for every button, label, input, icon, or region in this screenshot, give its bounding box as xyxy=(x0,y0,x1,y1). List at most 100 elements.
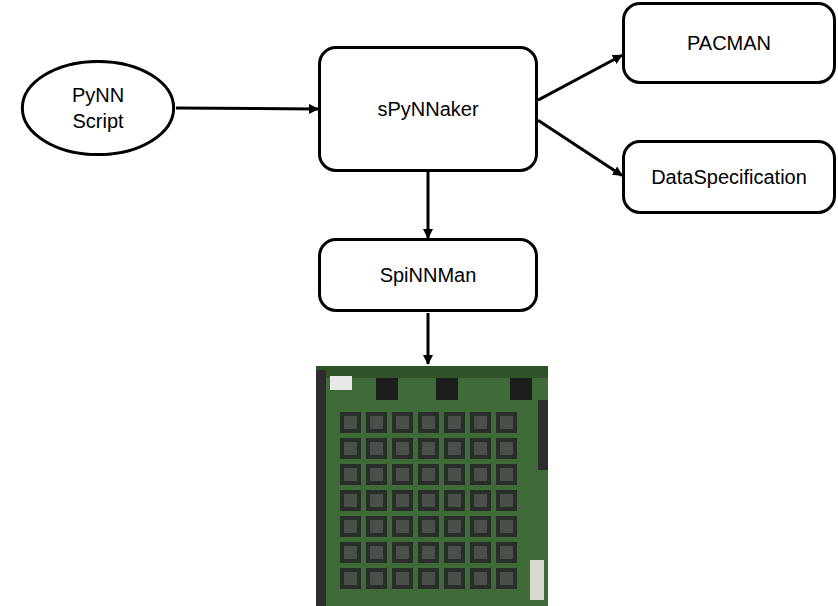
chip xyxy=(392,568,413,589)
chip xyxy=(366,464,387,485)
chip-die xyxy=(474,468,487,481)
process-box: DataSpecification xyxy=(622,140,836,214)
chip-die xyxy=(474,442,487,455)
chip xyxy=(444,516,465,537)
chip xyxy=(496,412,517,433)
process-box: PACMAN xyxy=(622,2,836,84)
chip xyxy=(496,516,517,537)
chip xyxy=(340,516,361,537)
chip xyxy=(392,464,413,485)
chip-die xyxy=(474,520,487,533)
chip xyxy=(340,464,361,485)
chip-die xyxy=(396,416,409,429)
chip xyxy=(470,516,491,537)
chip-die xyxy=(474,494,487,507)
chip-die xyxy=(500,442,513,455)
chip xyxy=(340,542,361,563)
chip-die xyxy=(344,468,357,481)
chip-die xyxy=(396,442,409,455)
script-ellipse: PyNN Script xyxy=(20,60,176,156)
chip-die xyxy=(370,416,383,429)
chip xyxy=(496,438,517,459)
chip-die xyxy=(344,494,357,507)
chip-die xyxy=(448,442,461,455)
chip xyxy=(418,438,439,459)
chip-die xyxy=(422,572,435,585)
chip-die xyxy=(396,468,409,481)
chip-die xyxy=(396,572,409,585)
chip-die xyxy=(344,442,357,455)
chip-die xyxy=(474,546,487,559)
chip-die xyxy=(344,520,357,533)
chip xyxy=(392,542,413,563)
arrow-connector xyxy=(538,55,622,100)
chip-die xyxy=(370,468,383,481)
chip xyxy=(496,542,517,563)
chip xyxy=(470,542,491,563)
chip xyxy=(392,438,413,459)
chip-die xyxy=(370,520,383,533)
chip xyxy=(340,568,361,589)
chip xyxy=(366,438,387,459)
chip xyxy=(340,412,361,433)
chip-die xyxy=(396,546,409,559)
chip-die xyxy=(500,520,513,533)
chip-die xyxy=(344,572,357,585)
chip xyxy=(496,568,517,589)
chip xyxy=(366,568,387,589)
chip xyxy=(470,438,491,459)
chip xyxy=(418,568,439,589)
chip-die xyxy=(370,572,383,585)
chip-die xyxy=(344,546,357,559)
chip-die xyxy=(448,520,461,533)
chip xyxy=(496,490,517,511)
node-label: SpiNNMan xyxy=(380,262,477,288)
chip-die xyxy=(396,494,409,507)
chip-die xyxy=(422,520,435,533)
chip xyxy=(470,464,491,485)
chip-die xyxy=(474,572,487,585)
chip xyxy=(392,516,413,537)
chip-die xyxy=(344,416,357,429)
chip-die xyxy=(370,442,383,455)
chip xyxy=(418,464,439,485)
arrow-connector xyxy=(176,108,318,109)
chip xyxy=(418,490,439,511)
chip xyxy=(392,490,413,511)
chip-die xyxy=(422,546,435,559)
chip xyxy=(418,412,439,433)
chip-die xyxy=(422,468,435,481)
chip xyxy=(392,412,413,433)
chip xyxy=(444,568,465,589)
chip-die xyxy=(500,572,513,585)
node-label: PyNN Script xyxy=(63,82,133,134)
chip-die xyxy=(448,416,461,429)
chip xyxy=(496,464,517,485)
chip-die xyxy=(422,494,435,507)
node-label: DataSpecification xyxy=(651,164,807,190)
chip xyxy=(366,490,387,511)
process-box: sPyNNaker xyxy=(318,46,538,172)
chip-die xyxy=(448,546,461,559)
chip-die xyxy=(448,468,461,481)
chip-die xyxy=(500,416,513,429)
chip xyxy=(418,542,439,563)
chip-die xyxy=(474,416,487,429)
chip-die xyxy=(370,546,383,559)
chip xyxy=(340,490,361,511)
chip-die xyxy=(422,442,435,455)
arrow-connector xyxy=(427,172,430,238)
node-label: PACMAN xyxy=(687,30,771,56)
chip-die xyxy=(448,494,461,507)
node-label: sPyNNaker xyxy=(377,96,478,122)
chip xyxy=(470,568,491,589)
chip-die xyxy=(370,494,383,507)
chip-die xyxy=(396,520,409,533)
chip-die xyxy=(448,572,461,585)
chip-die xyxy=(500,546,513,559)
chip xyxy=(366,542,387,563)
chip xyxy=(470,412,491,433)
chip xyxy=(444,438,465,459)
chip xyxy=(366,516,387,537)
chip xyxy=(444,490,465,511)
